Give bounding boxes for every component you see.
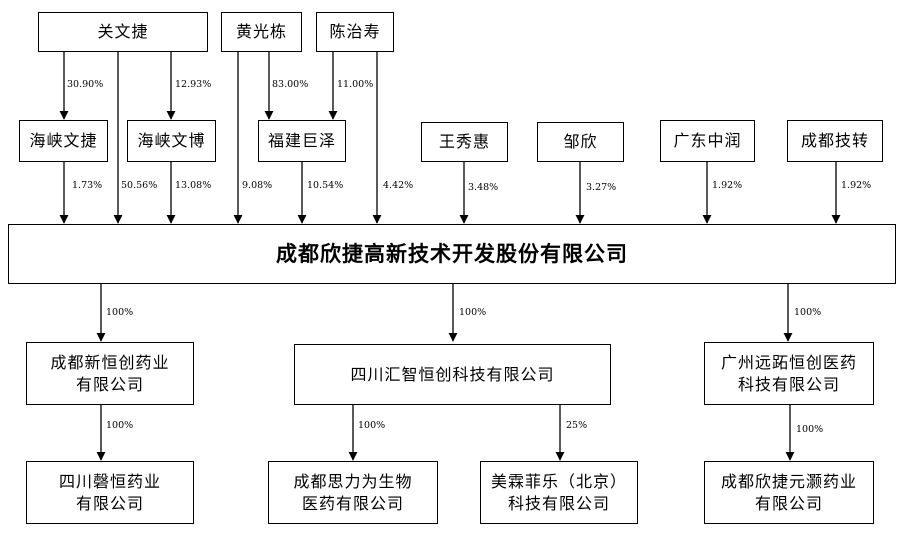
subsidiary-meilinfeile: 美霖菲乐（北京） 科技有限公司 — [480, 461, 638, 524]
subsidiary-qingheng: 四川磬恒药业 有限公司 — [26, 461, 194, 524]
pct-xinhengchuang-to-qingheng: 100% — [106, 420, 134, 431]
pct-huizhi-to-silifwei: 100% — [358, 420, 386, 431]
pct-wang-to-co: 3.48% — [468, 182, 499, 193]
shareholder-haixia-wenbo: 海峡文博 — [127, 120, 216, 162]
shareholder-chengdu-jizhuan: 成都技转 — [787, 120, 883, 162]
shareholder-wang-xiuhui: 王秀惠 — [421, 122, 508, 162]
subsidiary-xinhengchuang: 成都新恒创药业 有限公司 — [26, 342, 194, 405]
subsidiary-yuanhao: 成都欣捷元灏药业 有限公司 — [704, 461, 874, 524]
pct-co-to-xinhengchuang: 100% — [106, 307, 134, 318]
pct-jizhuan-to-co: 1.92% — [841, 180, 872, 191]
pct-co-to-yuantai: 100% — [794, 307, 822, 318]
pct-guan-to-co: 50.56% — [121, 180, 158, 191]
subsidiary-huizhi: 四川汇智恒创科技有限公司 — [294, 344, 611, 405]
pct-zhongrun-to-co: 1.92% — [712, 180, 743, 191]
shareholder-fujian-juze: 福建巨泽 — [258, 120, 346, 162]
shareholder-huang-guangdong: 黄光栋 — [221, 12, 302, 52]
pct-yuantai-to-yuanhao: 100% — [796, 424, 824, 435]
pct-chen-to-co: 4.42% — [383, 180, 414, 191]
shareholder-chen-zhishou: 陈治寿 — [316, 12, 394, 52]
pct-wenjie-to-co: 1.73% — [72, 180, 103, 191]
pct-huang-to-co: 9.08% — [242, 180, 273, 191]
pct-huizhi-to-meilinfeile: 25% — [566, 420, 588, 431]
pct-chen-to-juze: 11.00% — [337, 79, 374, 90]
shareholder-zou-xin: 邹欣 — [537, 122, 624, 162]
shareholder-guangdong-zhongrun: 广东中润 — [660, 120, 755, 162]
pct-co-to-huizhi: 100% — [459, 307, 487, 318]
pct-guan-to-wenbo: 12.93% — [175, 79, 212, 90]
pct-huang-to-juze: 83.00% — [272, 79, 309, 90]
pct-zou-to-co: 3.27% — [586, 182, 617, 193]
pct-juze-to-co: 10.54% — [307, 180, 344, 191]
pct-guan-to-wenjie: 30.90% — [67, 79, 104, 90]
pct-wenbo-to-co: 13.08% — [175, 180, 212, 191]
subsidiary-silifwei: 成都思力为生物 医药有限公司 — [268, 461, 438, 524]
shareholder-guan-wenjie: 关文捷 — [38, 12, 208, 52]
subsidiary-yuantai: 广州远跖恒创医药 科技有限公司 — [704, 342, 874, 405]
main-company: 成都欣捷高新技术开发股份有限公司 — [8, 224, 896, 284]
shareholder-haixia-wenjie: 海峡文捷 — [19, 120, 108, 162]
